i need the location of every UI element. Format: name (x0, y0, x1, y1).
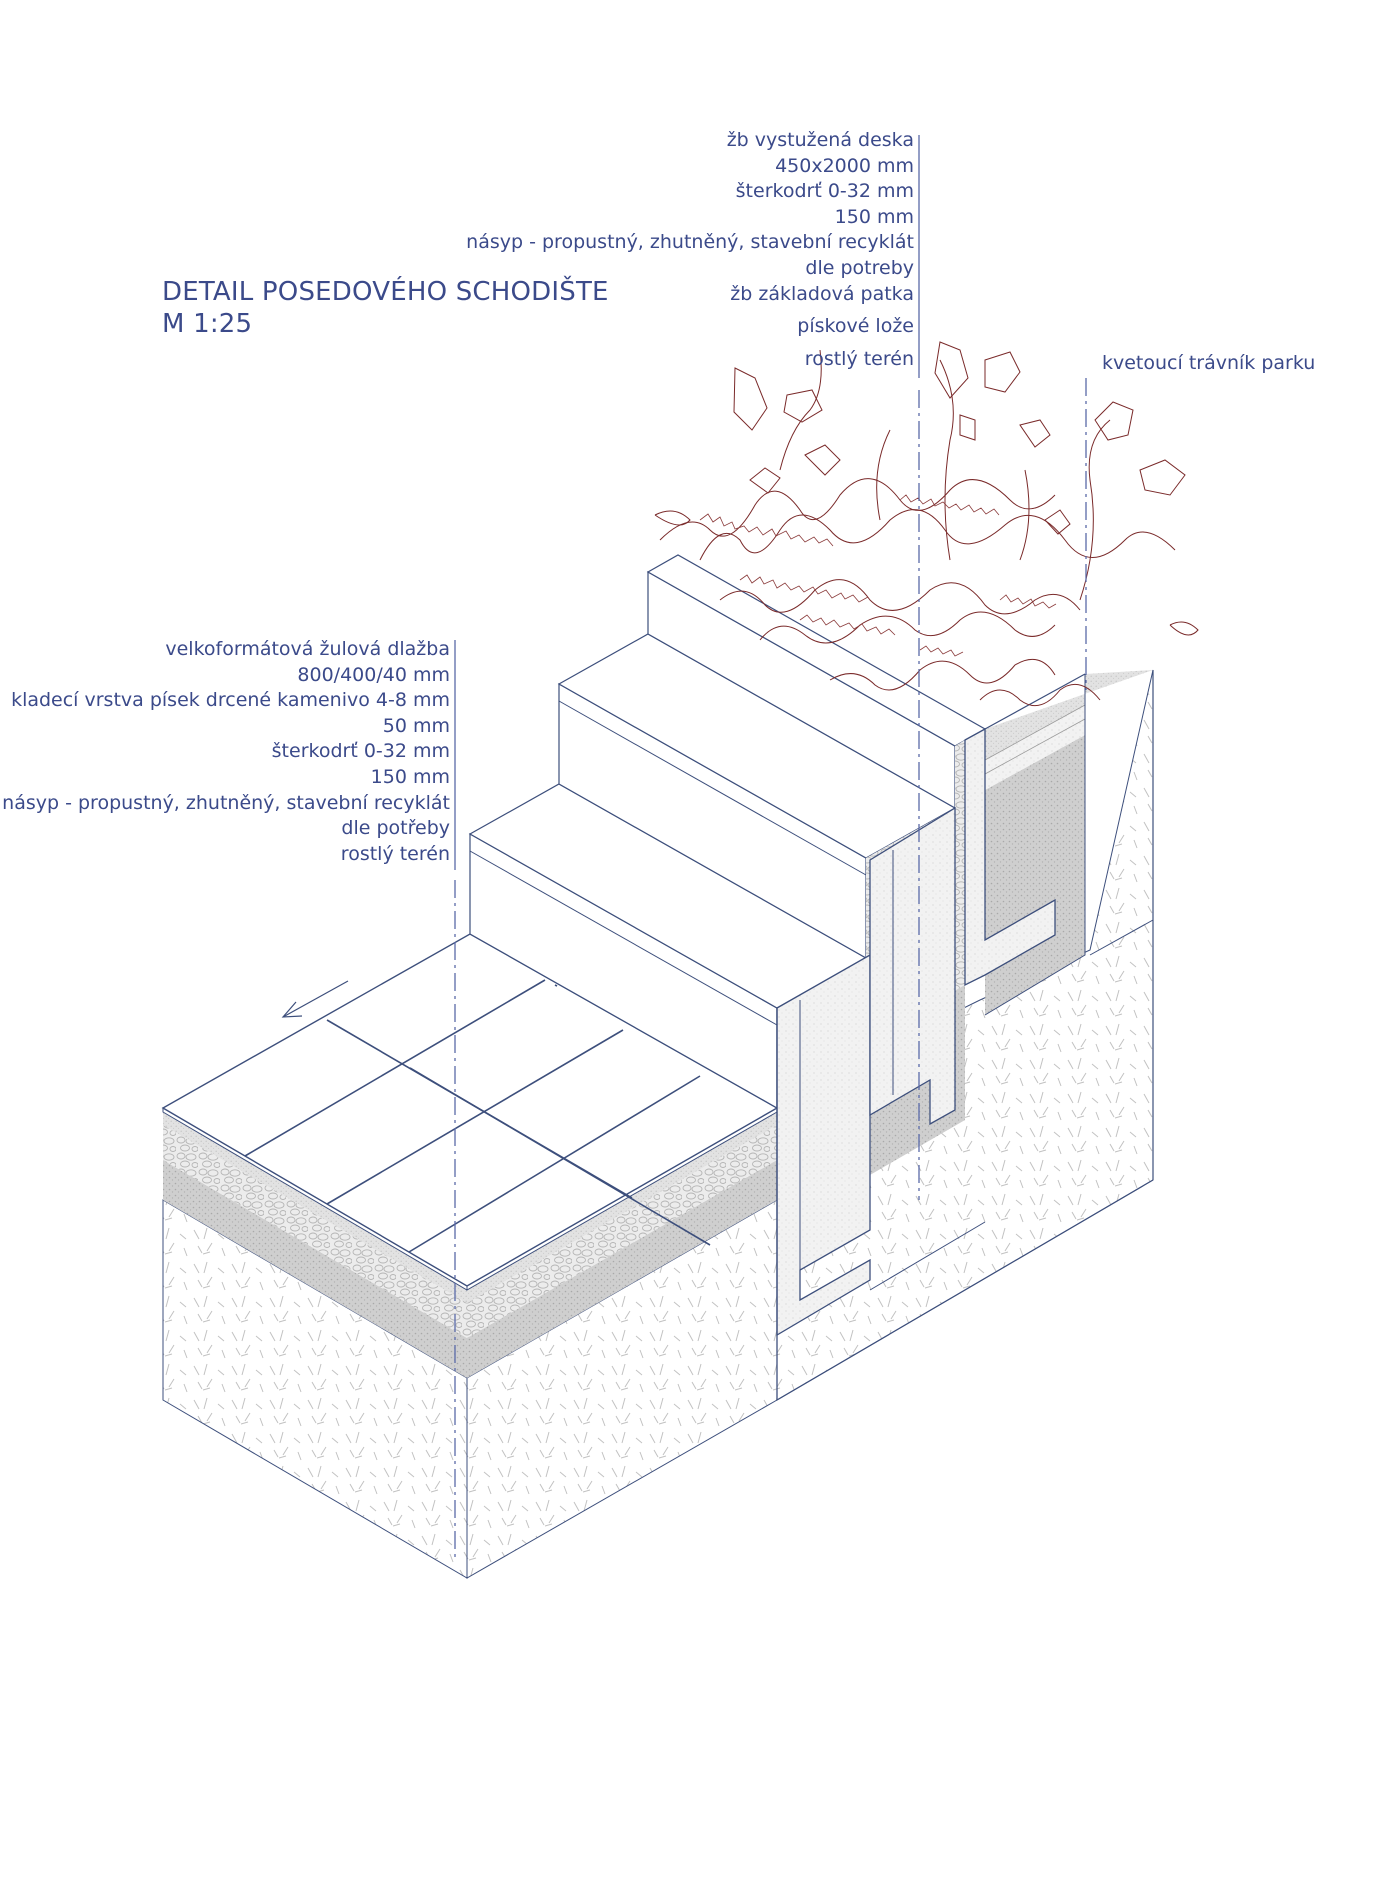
label-top-2: šterkodrť 0-32 mm (735, 180, 914, 203)
lower-left-face-gravel (163, 1160, 467, 1378)
labels-left: velkoformátová žulová dlažba 800/400/40 … (2, 637, 450, 867)
direction-arrow (281, 980, 349, 1018)
label-left-3: 50 mm (382, 714, 450, 737)
label-top-5: dle potreby (805, 256, 914, 279)
middle-concrete-wall (869, 806, 956, 1126)
lower-block (161, 933, 779, 1579)
label-left-6: násyp - propustný, zhutněný, stavební re… (2, 791, 450, 814)
label-left-7: dle potřeby (341, 817, 450, 840)
label-top-3: 150 mm (834, 205, 914, 228)
label-right-lawn: kvetoucí trávník parku (1102, 352, 1316, 374)
label-top-4: násyp - propustný, zhutněný, stavební re… (466, 231, 914, 254)
lower-left-face-crushed (163, 1125, 467, 1338)
meadow-vegetation (654, 341, 1199, 707)
leader-lines (454, 135, 1087, 1560)
label-top-7: pískové lože (797, 315, 914, 338)
lower-right-face-bedding (467, 1112, 777, 1303)
label-left-1: 800/400/40 mm (297, 663, 450, 686)
label-left-8: rostlý terén (340, 842, 450, 865)
label-left-5: 150 mm (370, 765, 450, 788)
lower-right-face-gravel (467, 1160, 777, 1378)
upper-concrete-wall (964, 727, 1056, 987)
meadow-scribbles (699, 494, 1057, 657)
title-line-1: DETAIL POSEDOVÉHO SCHODIŠTE (162, 277, 609, 307)
label-top-1: 450x2000 mm (775, 154, 914, 177)
title-line-2: M 1:25 (162, 309, 253, 339)
lower-left-face-bedding (163, 1112, 467, 1303)
label-left-4: šterkodrť 0-32 mm (271, 740, 450, 763)
label-left-2: kladecí vrstva písek drcené kamenivo 4-8… (11, 689, 450, 712)
drawing-title: DETAIL POSEDOVÉHO SCHODIŠTE M 1:25 (162, 276, 609, 340)
label-top-6: žb základová patka (730, 282, 914, 305)
label-top-0: žb vystužená deska (726, 129, 914, 151)
label-left-0: velkoformátová žulová dlažba (165, 638, 450, 660)
stair-steps (468, 554, 987, 1110)
label-top-8: rostlý terén (804, 347, 914, 370)
garden-upper-bedding (985, 705, 1085, 790)
lower-right-face-crushed (467, 1125, 777, 1338)
paver-joints (244, 979, 711, 1253)
section-cut (776, 669, 1154, 1401)
labels-top: žb vystužená deska 450x2000 mm šterkodrť… (466, 128, 914, 372)
